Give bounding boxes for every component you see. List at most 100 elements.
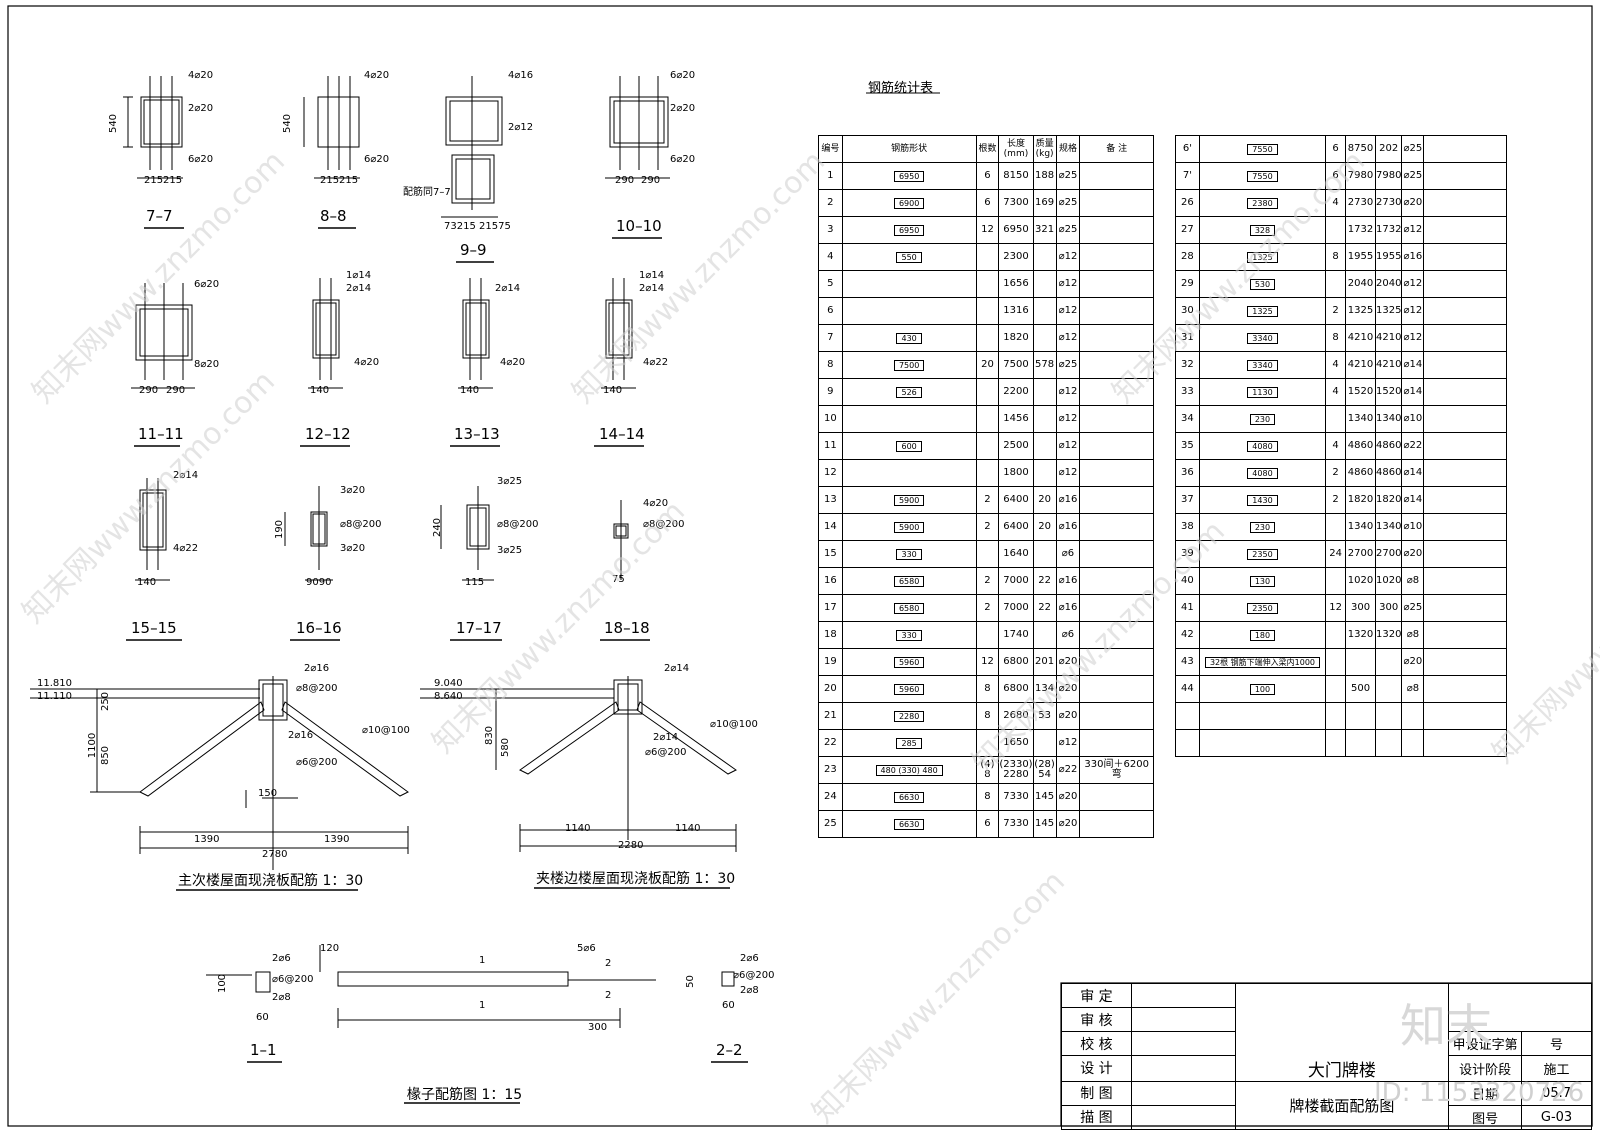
rebar-label: 2⌀20: [188, 103, 214, 114]
table-cell: 1340: [1374, 513, 1403, 541]
table-cell: ⌀16: [1401, 243, 1425, 271]
table-cell: 17: [818, 594, 843, 622]
table-cell: 2: [1325, 297, 1347, 325]
rebar-shape: 100: [1198, 675, 1327, 703]
rebar-label: ⌀8@200: [296, 683, 338, 694]
table-cell: [1079, 783, 1154, 811]
rebar-label: 3⌀20: [340, 543, 366, 554]
table-cell: [1032, 621, 1057, 649]
rebar-shape: 5960: [841, 648, 977, 676]
table-cell: [1423, 432, 1507, 460]
rebar-shape-label: 285: [896, 737, 922, 749]
table-cell: 21: [818, 702, 843, 730]
dimension: 75: [612, 574, 625, 585]
section-14-14: [594, 278, 644, 447]
table-cell: [1423, 405, 1507, 433]
dimension: 50: [684, 975, 696, 988]
table-cell: 6800: [998, 648, 1034, 676]
dimension: 140: [310, 385, 330, 396]
section-7-7: [123, 76, 184, 229]
rebar-shape-label: 600: [896, 440, 922, 452]
rebar-shape-label: 7550: [1247, 143, 1278, 155]
table-cell: [1079, 189, 1154, 217]
table-cell: 1340: [1374, 405, 1403, 433]
table-cell: 2: [818, 189, 843, 217]
rebar-label: 4⌀20: [364, 70, 390, 81]
dimension: 60: [256, 1012, 269, 1023]
table-cell: 19: [818, 648, 843, 676]
rebar-shape-label: 6950: [893, 170, 925, 182]
table-cell: [1032, 459, 1057, 487]
table-cell: [1423, 594, 1507, 622]
table-cell: [1423, 378, 1507, 406]
rebar-shape: 2280: [841, 702, 977, 730]
section-16-16: [284, 486, 340, 641]
table-cell: ⌀12: [1055, 405, 1081, 433]
section-label-8-8: 8–8: [320, 207, 347, 225]
dimension: 850: [100, 745, 112, 766]
rebar-shape-label: 100: [1249, 683, 1276, 695]
rebar-shape-label: 526: [896, 386, 922, 398]
rebar-shape-label: 330: [896, 548, 922, 560]
rebar-shape-label: 6900: [893, 197, 925, 209]
section-15-15: [126, 478, 182, 641]
rebar-label: ⌀10@100: [710, 719, 758, 730]
rebar-label: 4⌀20: [188, 70, 214, 81]
rebar-shape: 6580: [841, 594, 977, 622]
table-cell: [1325, 648, 1347, 676]
table-cell: 3: [818, 216, 843, 244]
dimension: 1: [479, 955, 486, 966]
table-cell: ⌀20: [1401, 648, 1425, 676]
table-cell: [1079, 486, 1154, 514]
table-cell: 578: [1032, 351, 1057, 379]
table-cell: 2: [1325, 486, 1347, 514]
table-cell: 43: [1175, 648, 1200, 676]
rebar-label: 3⌀20: [340, 485, 366, 496]
table-cell: ⌀12: [1055, 729, 1081, 757]
table-cell: 7000: [998, 594, 1034, 622]
rebar-label: 4⌀20: [500, 357, 526, 368]
rebar-label: 2⌀12: [508, 122, 534, 133]
rebar-shape-label: 5900: [893, 521, 925, 533]
table-cell: 2: [975, 594, 1000, 622]
table-cell: [975, 378, 1000, 406]
rebar-shape-label: 3340: [1247, 359, 1278, 371]
table-cell: 7500: [998, 351, 1034, 379]
rebar-shape: 3340: [1198, 351, 1327, 379]
table-cell: ⌀25: [1055, 216, 1081, 244]
rebar-shape-label: 130: [1249, 575, 1276, 587]
rebar-label: ⌀8@200: [497, 519, 539, 530]
table-cell: 7: [818, 324, 843, 352]
section-label-15-15: 15–15: [131, 619, 177, 637]
table-cell: 2: [975, 486, 1000, 514]
table-cell: 1820: [1374, 486, 1403, 514]
table-cell: 188: [1032, 162, 1057, 190]
table-cell: 25: [818, 810, 843, 838]
stage-value: 施工: [1521, 1055, 1592, 1082]
rebar-shape-label: 4080: [1247, 467, 1278, 479]
table-cell: ⌀12: [1055, 459, 1081, 487]
rebar-shape: 6630: [841, 783, 977, 811]
rebar-shape: 330: [841, 621, 977, 649]
table-cell: [975, 405, 1000, 433]
table-cell: [975, 243, 1000, 271]
rebar-label: 1⌀14: [639, 270, 665, 281]
rebar-label: 4⌀20: [354, 357, 380, 368]
table-cell: [1423, 162, 1507, 190]
table-cell: [1079, 513, 1154, 541]
table-cell: [1423, 297, 1507, 325]
dimension: 215: [320, 175, 340, 186]
dimension: 250: [100, 691, 112, 712]
table-cell: 7300: [998, 189, 1034, 217]
table-cell: [1079, 675, 1154, 703]
rebar-label: 2⌀16: [288, 730, 314, 741]
table-cell: 4210: [1345, 324, 1376, 352]
table-cell: 7980: [1374, 162, 1403, 190]
